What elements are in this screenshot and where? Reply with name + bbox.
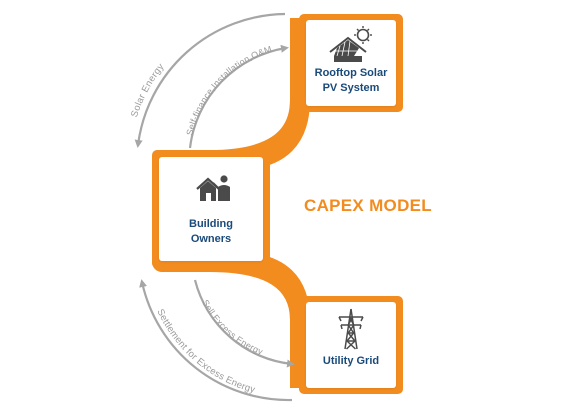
utility-grid-node: Utility Grid bbox=[306, 302, 396, 388]
grid-label: Utility Grid bbox=[322, 355, 380, 367]
flow-label-self-finance: Self-finance,Installation,O&M bbox=[184, 44, 273, 137]
svg-text:Settlement for Excess Energy: Settlement for Excess Energy bbox=[154, 307, 256, 395]
rooftop-label-line1: Rooftop Solar bbox=[314, 67, 388, 79]
rooftop-label-line2: PV System bbox=[322, 82, 380, 94]
building-owners-node: Building Owners bbox=[159, 157, 263, 261]
transmission-tower-icon bbox=[338, 308, 364, 350]
owners-label-line1: Building bbox=[189, 218, 233, 230]
model-title: CAPEX MODEL bbox=[304, 196, 432, 215]
flow-label-sell-excess: Sell Excess Energy bbox=[200, 298, 264, 357]
arrow-solar-energy bbox=[134, 12, 286, 148]
svg-text:Sell Excess Energy: Sell Excess Energy bbox=[200, 298, 264, 357]
owners-label-line2: Owners bbox=[190, 233, 232, 245]
rooftop-solar-node: Rooftop Solar PV System bbox=[306, 20, 396, 106]
svg-text:Self-finance,Installation,O&M: Self-finance,Installation,O&M bbox=[184, 44, 273, 137]
arrow-sell-excess bbox=[193, 279, 295, 368]
arrow-settlement bbox=[139, 279, 293, 402]
arrow-self-finance bbox=[188, 44, 289, 149]
flow-arrows bbox=[134, 12, 295, 402]
solar-roof-icon bbox=[329, 26, 372, 62]
flow-label-settlement: Settlement for Excess Energy bbox=[154, 307, 256, 395]
building-owners-icon bbox=[196, 175, 230, 201]
